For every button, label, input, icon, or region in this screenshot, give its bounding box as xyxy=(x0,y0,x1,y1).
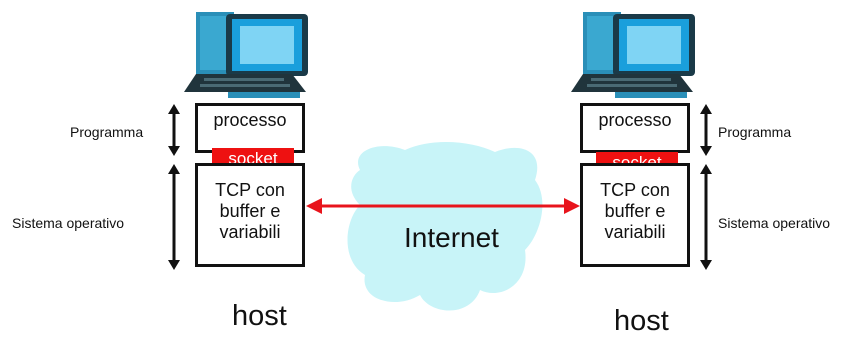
internet-cloud xyxy=(347,141,543,311)
right-tcp-line-2: buffer e xyxy=(604,201,666,221)
left-os-label: Sistema operativo xyxy=(12,215,125,231)
left-tcp-line-1: TCP con xyxy=(215,180,285,200)
right-tcp-line-3: variabili xyxy=(604,222,666,242)
right-tcp-line-1: TCP con xyxy=(600,180,670,200)
left-host-label: host xyxy=(232,300,287,332)
right-tcp-label: TCP con buffer e variabili xyxy=(583,180,687,243)
left-tcp-line-2: buffer e xyxy=(219,201,281,221)
internet-label: Internet xyxy=(404,222,499,253)
left-program-label: Programma xyxy=(70,124,144,140)
right-process-box: processo xyxy=(580,103,690,153)
left-tcp-line-3: variabili xyxy=(219,222,281,242)
left-os-arrow xyxy=(168,164,180,270)
left-program-arrow xyxy=(168,104,180,156)
left-process-label: processo xyxy=(213,110,287,130)
right-os-label: Sistema operativo xyxy=(718,215,831,231)
connection-arrow xyxy=(306,198,580,214)
right-program-label: Programma xyxy=(718,124,792,140)
right-host-label: host xyxy=(614,305,669,337)
left-tcp-label: TCP con buffer e variabili xyxy=(198,180,302,243)
left-process-box: processo xyxy=(195,103,305,153)
right-computer-icon xyxy=(571,12,695,98)
right-process-label: processo xyxy=(598,110,672,130)
right-os-arrow xyxy=(700,164,712,270)
right-program-arrow xyxy=(700,104,712,156)
left-computer-icon xyxy=(184,12,308,98)
right-tcp-box: TCP con buffer e variabili xyxy=(580,163,690,267)
left-tcp-box: TCP con buffer e variabili xyxy=(195,163,305,267)
